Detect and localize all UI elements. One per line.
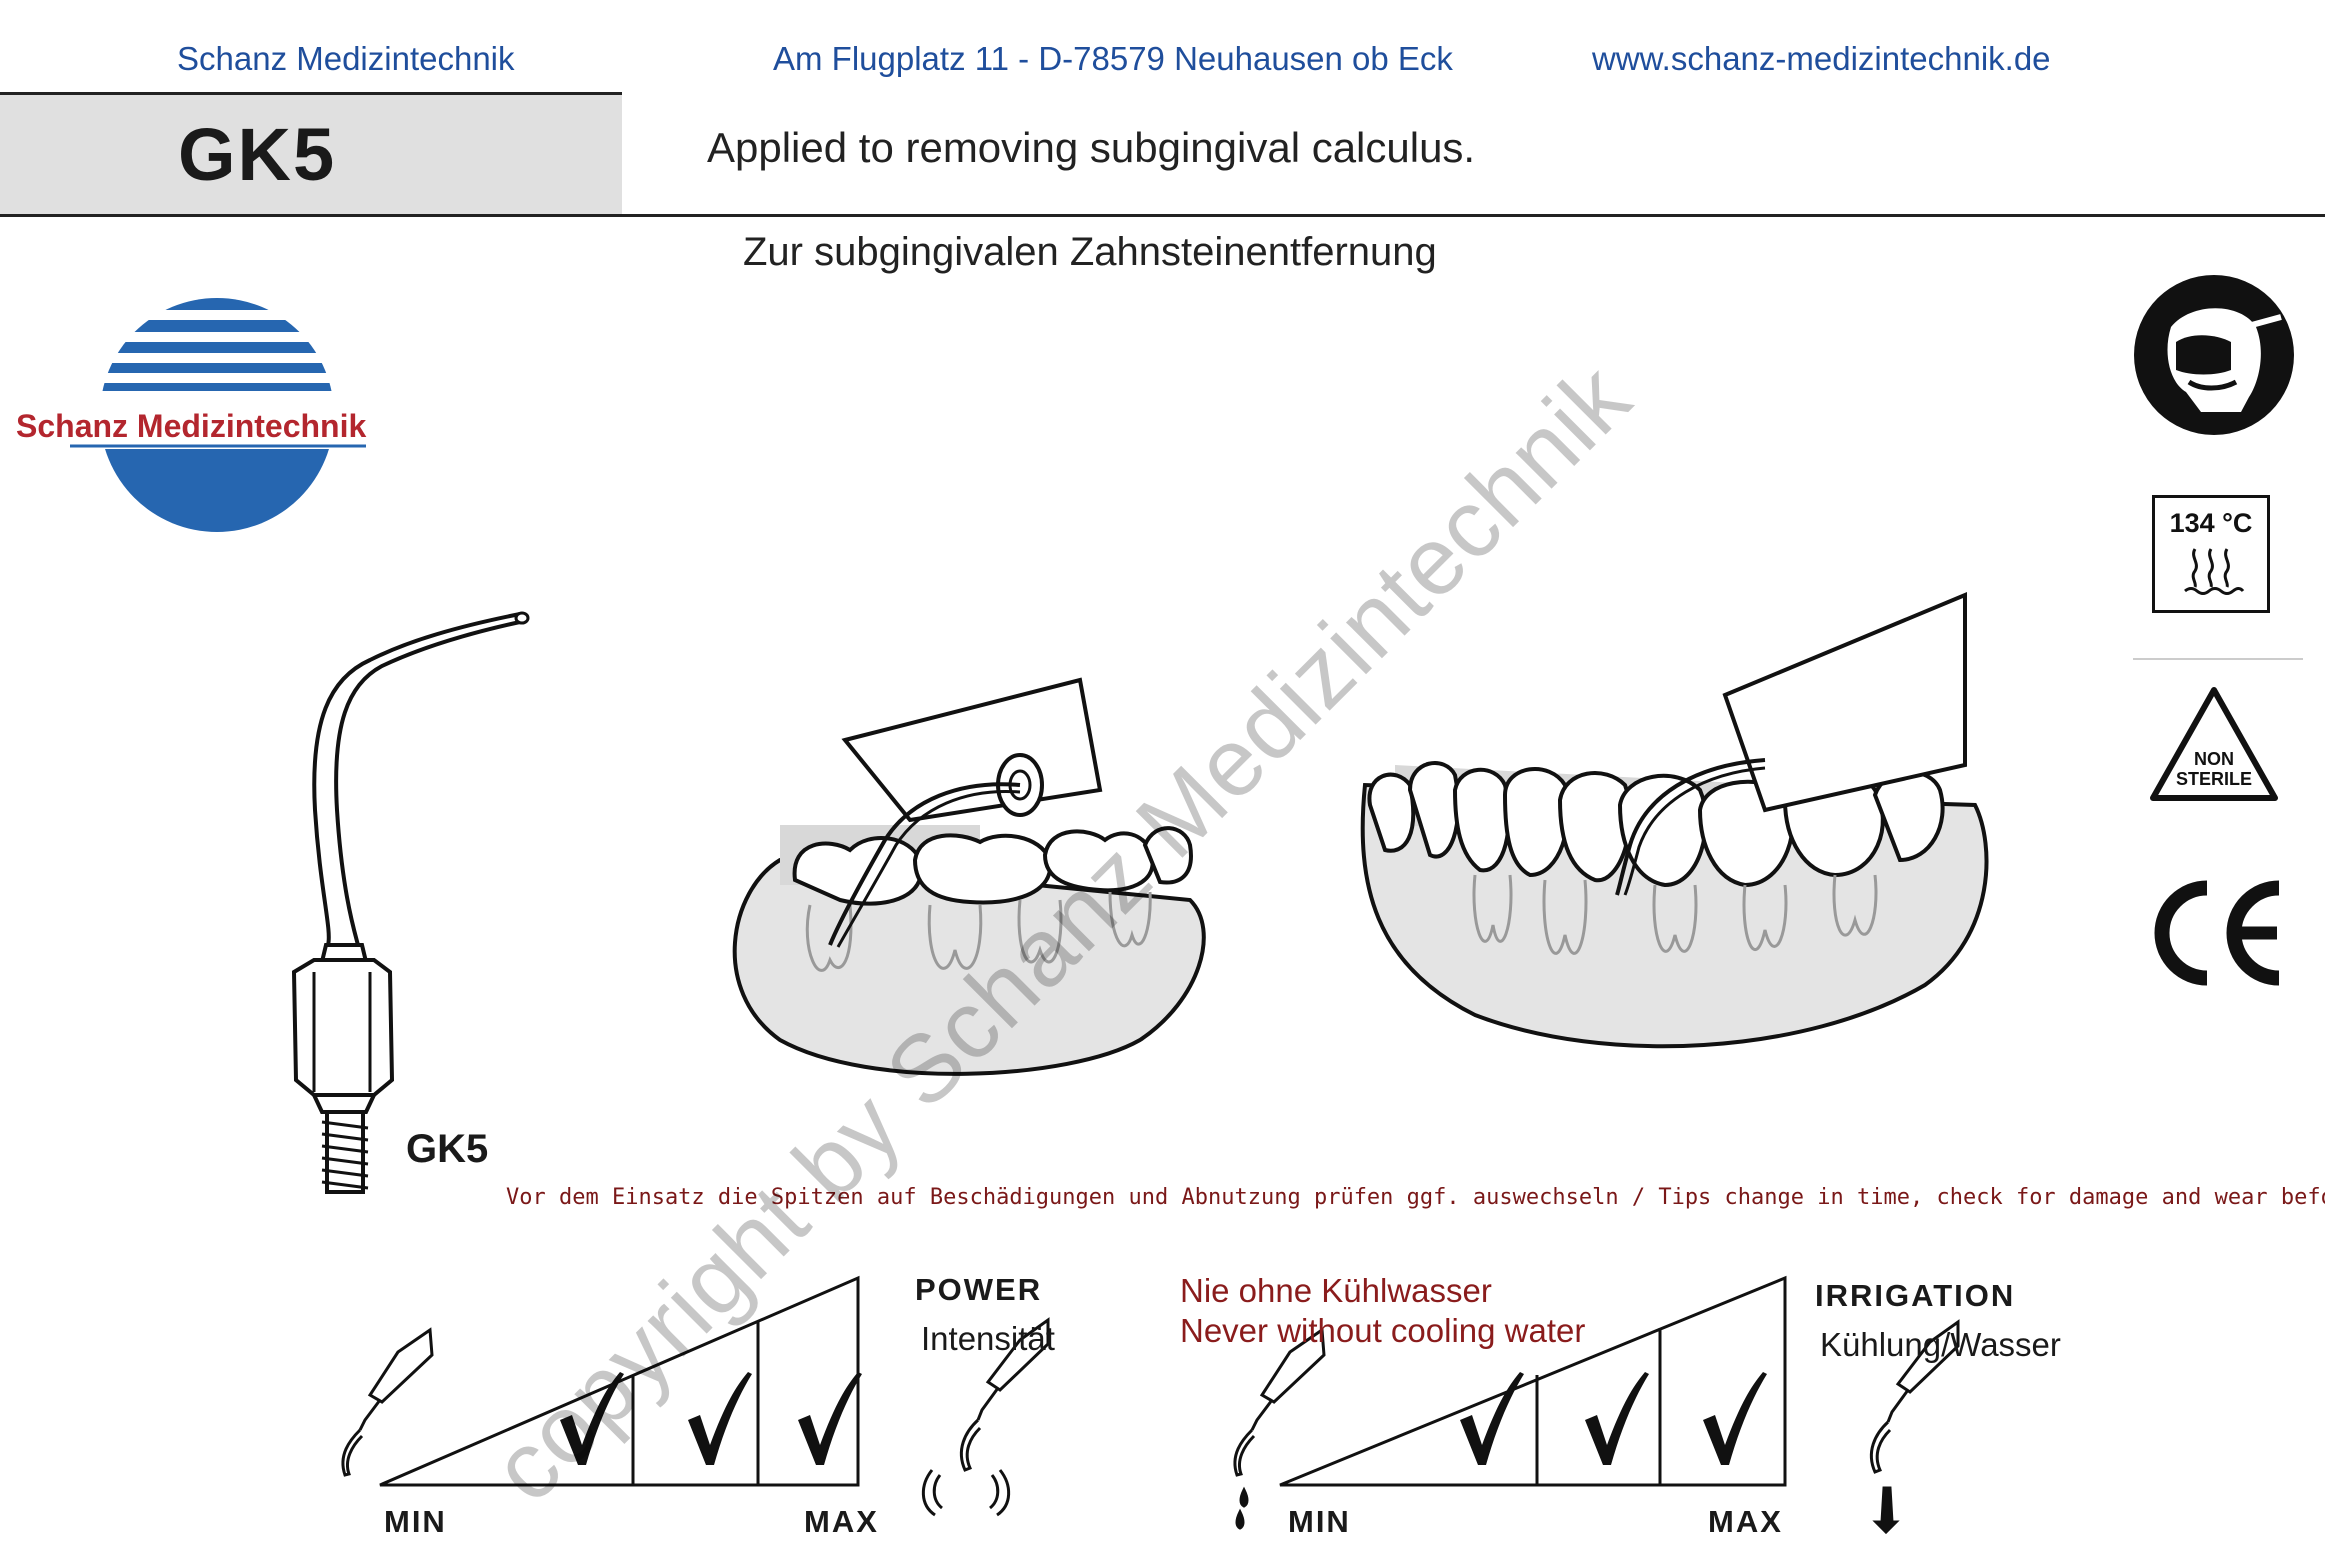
dental-illustration-lower-front xyxy=(732,677,1206,1076)
non-sterile-line1: NON xyxy=(2194,749,2234,769)
irrigation-subtitle: Kühlung/Wasser xyxy=(1820,1326,2061,1363)
tip-gk5-drawing xyxy=(291,611,530,1194)
irrigation-min-handpiece-icon xyxy=(1233,1327,1326,1530)
power-check-1 xyxy=(560,1372,624,1465)
irrigation-max-label: MAX xyxy=(1708,1504,1783,1539)
irrigation-min-label: MIN xyxy=(1288,1504,1351,1539)
symbols-divider xyxy=(2133,658,2303,660)
power-min-handpiece-icon xyxy=(341,1327,434,1477)
non-sterile-line2: STERILE xyxy=(2176,769,2252,789)
power-check-2 xyxy=(688,1372,752,1465)
company-logo xyxy=(70,298,366,532)
svg-text:.: . xyxy=(330,1524,331,1530)
ce-mark-icon xyxy=(2154,880,2280,986)
sterilization-temperature-icon: 134 °C xyxy=(2152,495,2270,613)
logo-text: Schanz Medizintechnik xyxy=(16,408,367,444)
cooling-note-en: Never without cooling water xyxy=(1180,1312,1586,1349)
irrigation-check-marks xyxy=(1460,1372,1767,1465)
steam-icon xyxy=(2184,548,2245,595)
non-sterile-icon: NON STERILE xyxy=(2150,687,2278,801)
description-de: Zur subgingivalen Zahnsteinentfernung xyxy=(743,230,1437,274)
power-scale-graphic: . xyxy=(330,1275,1050,1530)
power-title: POWER xyxy=(915,1272,1043,1307)
header-rule xyxy=(0,214,2325,217)
dental-illustration-upper-side xyxy=(1360,592,1989,1049)
title-band xyxy=(0,92,622,217)
power-min-label: MIN xyxy=(384,1504,447,1539)
power-check-3 xyxy=(798,1372,862,1465)
irrigation-check-1 xyxy=(1460,1372,1524,1465)
power-max-handpiece-icon xyxy=(921,1317,1050,1517)
header-address: Am Flugplatz 11 - D-78579 Neuhausen ob E… xyxy=(773,40,1453,77)
usage-warning: Vor dem Einsatz die Spitzen auf Beschädi… xyxy=(506,1185,2325,1210)
irrigation-max-handpiece-icon xyxy=(1869,1319,1960,1535)
tip-label: GK5 xyxy=(406,1127,489,1171)
description-en: Applied to removing subgingival calculus… xyxy=(707,124,1476,171)
power-max-label: MAX xyxy=(804,1504,879,1539)
header-website[interactable]: www.schanz-medizintechnik.de xyxy=(1592,40,2051,77)
irrigation-scale-graphic xyxy=(1233,1275,1960,1535)
power-check-marks xyxy=(560,1372,862,1465)
irrigation-check-3 xyxy=(1703,1372,1767,1465)
protective-mask-icon xyxy=(2134,275,2294,435)
power-subtitle: Intensität xyxy=(921,1320,1055,1357)
irrigation-check-2 xyxy=(1585,1372,1649,1465)
irrigation-title: IRRIGATION xyxy=(1815,1278,2016,1313)
page-title: GK5 xyxy=(178,113,337,196)
cooling-note-de: Nie ohne Kühlwasser xyxy=(1180,1272,1492,1309)
temperature-label: 134 °C xyxy=(2169,508,2253,538)
header-company: Schanz Medizintechnik xyxy=(177,40,515,77)
